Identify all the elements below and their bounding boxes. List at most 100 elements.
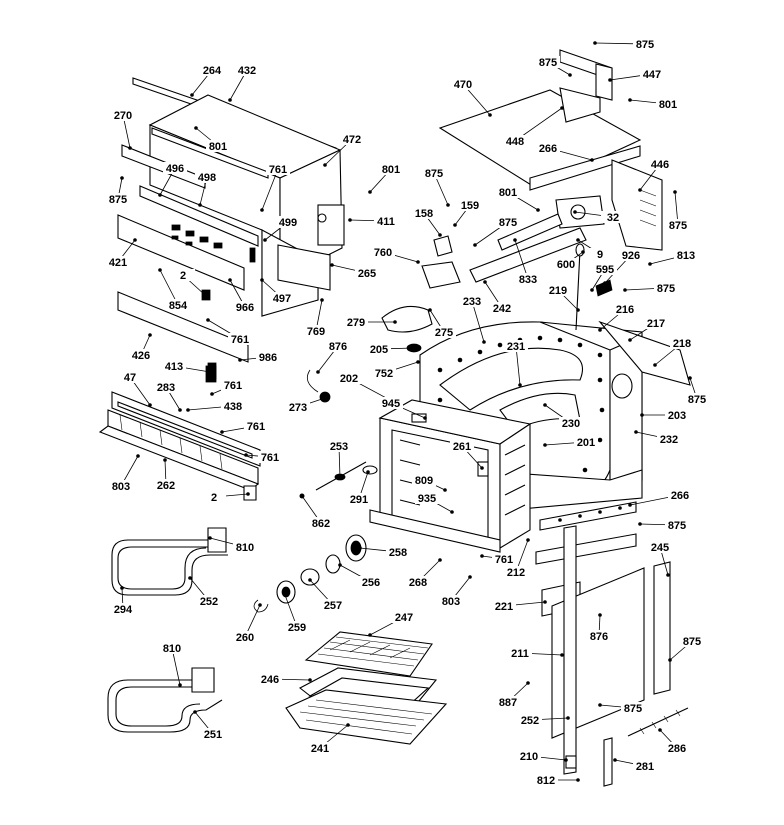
part-number-label: 218 bbox=[673, 338, 691, 350]
leader-dot bbox=[368, 190, 372, 194]
callout-876: 876 bbox=[316, 340, 350, 374]
leader-dot bbox=[450, 510, 454, 514]
label-backing bbox=[492, 600, 516, 612]
callout-258: 258 bbox=[358, 546, 410, 559]
part-number-label: 752 bbox=[375, 368, 393, 380]
callout-281: 281 bbox=[613, 758, 657, 773]
callout-812: 812 bbox=[534, 774, 580, 787]
callout-875: 875 bbox=[106, 176, 130, 206]
label-backing bbox=[559, 417, 583, 429]
label-backing bbox=[372, 367, 396, 379]
label-backing bbox=[327, 440, 351, 452]
part-number-label: 769 bbox=[307, 326, 325, 338]
label-backing bbox=[337, 372, 361, 384]
callout-875: 875 bbox=[638, 519, 689, 532]
callout-421: 421 bbox=[106, 238, 137, 269]
leader-dot bbox=[128, 146, 132, 150]
leader-dot bbox=[338, 563, 342, 567]
leader-dot bbox=[513, 238, 517, 242]
broil-pan-and-rack bbox=[285, 631, 448, 745]
part-number-label: 205 bbox=[370, 344, 388, 356]
label-backing bbox=[574, 436, 598, 448]
leader-dot bbox=[480, 554, 484, 558]
part-number-label: 426 bbox=[132, 350, 150, 362]
leader-dot bbox=[300, 494, 304, 498]
label-backing bbox=[415, 492, 439, 504]
label-backing bbox=[619, 249, 643, 261]
leader-dot bbox=[598, 613, 602, 617]
label-backing bbox=[517, 750, 541, 762]
part-number-label: 761 bbox=[495, 554, 513, 566]
leader-dot bbox=[198, 203, 202, 207]
callout-242: 242 bbox=[483, 280, 514, 315]
leader-dot bbox=[120, 176, 124, 180]
part-number-label: 801 bbox=[382, 164, 400, 176]
part-number-label: 803 bbox=[112, 481, 130, 493]
part-number-label: 9 bbox=[597, 249, 603, 261]
part-number-label: 291 bbox=[350, 494, 368, 506]
leader-dot bbox=[260, 208, 264, 212]
callout-862: 862 bbox=[300, 494, 333, 530]
leader-dot bbox=[244, 453, 248, 457]
callout-218: 218 bbox=[653, 337, 694, 367]
callout-413: 413 bbox=[162, 360, 212, 374]
callout-261: 261 bbox=[450, 440, 484, 470]
label-backing bbox=[163, 162, 187, 174]
leader-dot bbox=[320, 298, 324, 302]
label-backing bbox=[432, 326, 456, 338]
part-number-label: 472 bbox=[343, 134, 361, 146]
callout-809: 809 bbox=[412, 474, 447, 492]
leader-dot bbox=[423, 416, 427, 420]
leader-dot bbox=[564, 758, 568, 762]
label-backing bbox=[665, 409, 689, 421]
label-backing bbox=[258, 451, 282, 463]
label-backing bbox=[256, 351, 280, 363]
leader-dot bbox=[193, 710, 197, 714]
label-backing bbox=[386, 546, 410, 558]
label-backing bbox=[374, 215, 398, 227]
leader-dot bbox=[358, 546, 362, 550]
leader-dot bbox=[258, 603, 262, 607]
callout-230: 230 bbox=[543, 403, 583, 430]
callout-470: 470 bbox=[451, 78, 492, 117]
part-number-label: 600 bbox=[557, 259, 575, 271]
callout-159: 159 bbox=[453, 199, 482, 227]
label-backing bbox=[340, 133, 364, 145]
part-number-label: 875 bbox=[624, 703, 642, 715]
leader-dot bbox=[566, 716, 570, 720]
leader-dot bbox=[416, 360, 420, 364]
label-backing bbox=[666, 219, 690, 231]
label-backing bbox=[235, 64, 259, 76]
label-backing bbox=[593, 263, 617, 275]
leader-dot bbox=[688, 376, 692, 380]
leader-dot bbox=[246, 492, 250, 496]
callout-761: 761 bbox=[480, 553, 516, 566]
leader-dot bbox=[576, 308, 580, 312]
part-number-label: 251 bbox=[204, 729, 222, 741]
leader-line bbox=[471, 300, 485, 343]
part-number-label: 810 bbox=[163, 643, 181, 655]
leader-dot bbox=[668, 658, 672, 662]
part-number-label: 876 bbox=[590, 631, 608, 643]
leader-dot bbox=[308, 578, 312, 582]
label-backing bbox=[640, 68, 664, 80]
leader-dot bbox=[316, 370, 320, 374]
leader-dot bbox=[203, 293, 207, 297]
label-backing bbox=[406, 576, 430, 588]
part-number-label: 498 bbox=[198, 172, 216, 184]
leader-dot bbox=[590, 288, 594, 292]
label-backing bbox=[644, 317, 668, 329]
label-backing bbox=[162, 360, 186, 372]
leader-dot bbox=[648, 262, 652, 266]
leader-dot bbox=[178, 683, 182, 687]
leader-dot bbox=[330, 263, 334, 267]
leader-dot bbox=[194, 126, 198, 130]
callout-498: 498 bbox=[195, 171, 219, 207]
part-number-label: 876 bbox=[329, 341, 347, 353]
part-number-label: 257 bbox=[324, 600, 342, 612]
part-number-label: 875 bbox=[499, 217, 517, 229]
callout-264: 264 bbox=[190, 64, 224, 97]
leader-dot bbox=[186, 408, 190, 412]
callout-251: 251 bbox=[193, 710, 225, 741]
callout-945: 945 bbox=[379, 397, 427, 420]
